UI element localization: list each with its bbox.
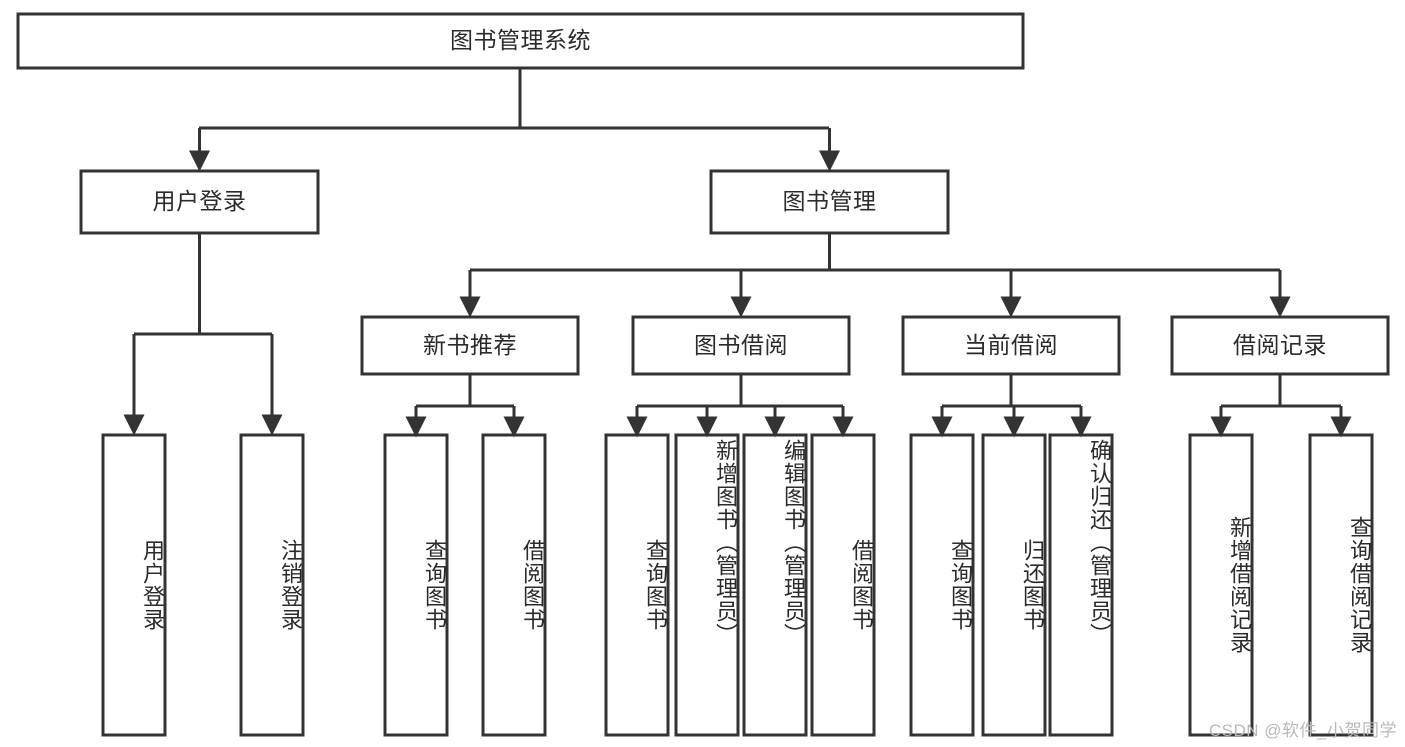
watermark-text: CSDN @软件_小贺同学 bbox=[1208, 721, 1397, 740]
node-leaf-2[interactable] bbox=[383, 433, 449, 737]
node-leaf-1[interactable] bbox=[239, 433, 305, 737]
node-root[interactable] bbox=[16, 12, 1025, 70]
connector-lines-layer bbox=[123, 68, 1352, 438]
node-leaf-12[interactable] bbox=[1308, 433, 1374, 737]
node-level3-0[interactable] bbox=[360, 315, 580, 376]
node-leaf-4[interactable] bbox=[604, 433, 670, 737]
node-leaf-0[interactable] bbox=[101, 433, 167, 737]
node-level2-0[interactable] bbox=[79, 169, 320, 235]
node-leaf-3[interactable] bbox=[481, 433, 547, 737]
node-level3-1[interactable] bbox=[631, 315, 851, 376]
node-leaf-5[interactable] bbox=[674, 433, 740, 737]
node-leaf-7[interactable] bbox=[810, 433, 876, 737]
boxes-layer bbox=[16, 12, 1390, 737]
node-leaf-6[interactable] bbox=[742, 433, 808, 737]
node-leaf-9[interactable] bbox=[981, 433, 1047, 737]
node-leaf-8[interactable] bbox=[909, 433, 975, 737]
node-leaf-11[interactable] bbox=[1188, 433, 1254, 737]
node-level3-3[interactable] bbox=[1170, 315, 1390, 376]
node-level3-2[interactable] bbox=[901, 315, 1121, 376]
node-level2-1[interactable] bbox=[709, 169, 950, 235]
node-leaf-10[interactable] bbox=[1048, 433, 1114, 737]
